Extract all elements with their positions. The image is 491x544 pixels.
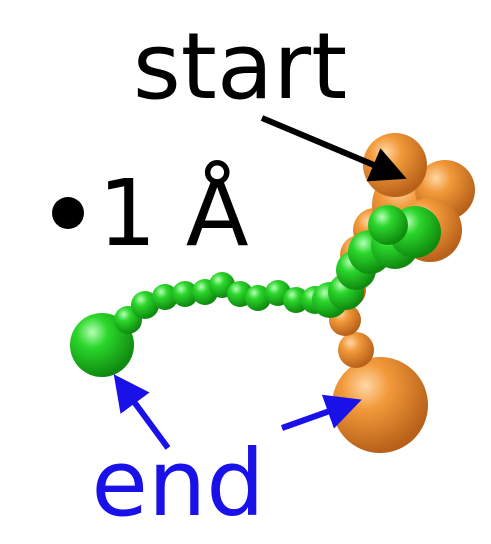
start-label: start bbox=[133, 13, 347, 120]
green-trajectory bbox=[70, 205, 441, 377]
end-arrow-right bbox=[280, 394, 362, 431]
end-label: end bbox=[91, 430, 264, 537]
end-arrow-left bbox=[113, 374, 171, 450]
start-arrow bbox=[260, 115, 407, 182]
scale-label: 1 Å bbox=[98, 159, 249, 267]
scale-dot bbox=[52, 197, 84, 229]
